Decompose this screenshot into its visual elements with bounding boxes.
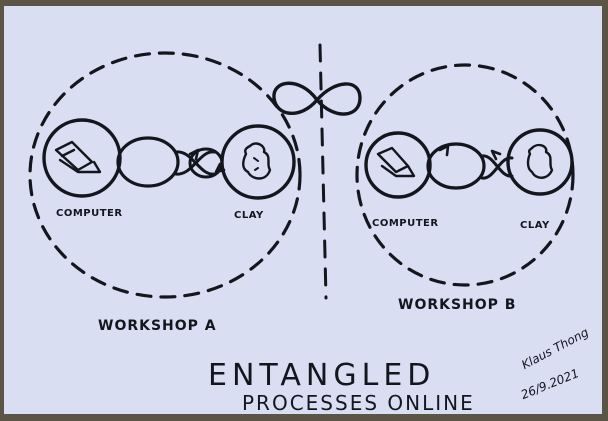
signature-date: 26/9.2021 bbox=[519, 366, 581, 402]
title-line-1: ENTANGLED bbox=[208, 358, 435, 393]
laptop-icon bbox=[376, 146, 416, 178]
workshop-b-process-loop bbox=[426, 142, 486, 190]
workshop-b-computer-circle bbox=[364, 131, 432, 199]
workshop-a-computer-circle bbox=[42, 118, 122, 198]
workshop-a-entangle bbox=[174, 150, 216, 176]
workshop-b-clay-circle bbox=[506, 128, 574, 196]
arrow-icon bbox=[438, 144, 450, 157]
signature-name: Klaus Thong bbox=[519, 325, 591, 372]
divider-line bbox=[318, 43, 328, 300]
clay-icon bbox=[242, 142, 272, 180]
workshop-b-clay-label: CLAY bbox=[520, 220, 550, 231]
workshop-a-label: WORKSHOP A bbox=[98, 318, 217, 334]
clay-icon bbox=[526, 143, 554, 179]
workshop-a-clay-circle bbox=[220, 124, 296, 200]
workshop-a-boundary bbox=[28, 51, 302, 299]
arrow-icon bbox=[490, 149, 502, 161]
title-line-2: PROCESSES ONLINE bbox=[242, 391, 475, 415]
workshop-a-computer-label: COMPUTER bbox=[56, 208, 123, 219]
paper-sheet bbox=[4, 6, 602, 414]
arrow-icon bbox=[214, 162, 226, 174]
laptop-icon bbox=[54, 140, 102, 174]
clay-detail bbox=[253, 157, 259, 171]
workshop-b-label: WORKSHOP B bbox=[398, 297, 516, 313]
infinity-symbol bbox=[272, 81, 362, 116]
workshop-b-computer-label: COMPUTER bbox=[372, 218, 439, 229]
workshop-a-clay-label: CLAY bbox=[234, 210, 264, 221]
workshop-b-boundary bbox=[355, 63, 575, 287]
workshop-a-process-loop bbox=[116, 136, 180, 188]
